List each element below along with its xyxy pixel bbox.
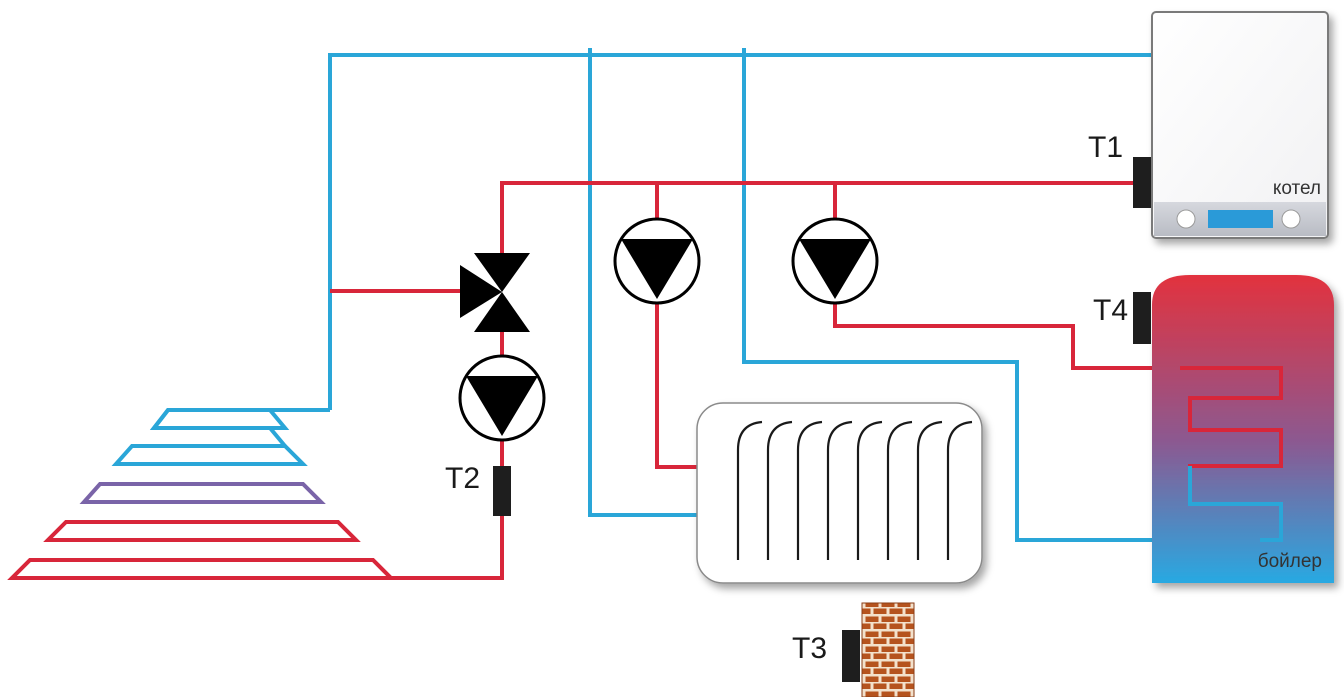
temperature-sensor-icon bbox=[1133, 157, 1151, 208]
return-main-pipe bbox=[328, 53, 1152, 410]
radiator-supply-pipe bbox=[655, 300, 700, 469]
radiator-fin bbox=[856, 420, 883, 560]
floor-circulation-pump bbox=[458, 354, 546, 442]
radiator-fin bbox=[886, 420, 913, 560]
floor-loop-1-outline bbox=[149, 408, 330, 448]
circulation-pump-icon bbox=[621, 239, 693, 299]
floor-loop-5 bbox=[7, 558, 396, 580]
circulation-pump-icon bbox=[799, 239, 871, 299]
radiator-fin bbox=[766, 420, 793, 560]
gas-boiler: котел bbox=[1151, 11, 1329, 239]
temperature-sensor-icon bbox=[493, 466, 511, 516]
boiler-knob-left bbox=[1176, 209, 1196, 229]
sensor-t4: T4 bbox=[1093, 292, 1151, 344]
radiator-return-pipe bbox=[588, 48, 700, 517]
radiator-fin bbox=[826, 420, 853, 560]
floor-loop-1 bbox=[149, 408, 330, 430]
three-way-mixing-valve-icon bbox=[460, 253, 530, 332]
temperature-sensor-icon bbox=[842, 630, 860, 682]
sensor-t3: T3 bbox=[792, 630, 860, 682]
temperature-sensor-icon bbox=[1133, 292, 1151, 344]
valve-left-wedge bbox=[460, 265, 502, 318]
sensor-t1: T1 bbox=[1088, 131, 1151, 208]
floor-loop-2 bbox=[111, 444, 308, 466]
sensor-t2: T2 bbox=[445, 462, 511, 516]
boiler-display bbox=[1208, 210, 1273, 228]
radiator-fin bbox=[916, 420, 943, 560]
brick-wall-icon bbox=[861, 602, 915, 697]
radiator-fin bbox=[736, 420, 763, 560]
underfloor-heating-loop-icon bbox=[7, 408, 396, 580]
radiator-fin bbox=[946, 420, 973, 560]
supply-pipes bbox=[32, 181, 1180, 580]
valve-lower-wedge bbox=[474, 292, 530, 332]
valve-upper-wedge bbox=[474, 253, 530, 292]
boiler-label: котел bbox=[1273, 178, 1321, 199]
tank-heating-coil-return bbox=[1188, 466, 1283, 542]
floor-loop-4 bbox=[43, 520, 361, 542]
sensor-t4-label: T4 bbox=[1093, 294, 1128, 327]
tank-label: бойлер bbox=[1258, 551, 1322, 572]
sensor-t2-label: T2 bbox=[445, 462, 480, 495]
radiator-circulation-pump bbox=[613, 217, 701, 305]
tank-circulation-pump bbox=[791, 217, 879, 305]
tank-supply-pipe bbox=[833, 300, 1180, 370]
radiator-icon bbox=[696, 402, 983, 584]
sensor-t3-label: T3 bbox=[792, 632, 827, 665]
floor-supply-pipe bbox=[32, 440, 504, 580]
sensor-t1-label: T1 bbox=[1088, 131, 1123, 164]
floor-loop-3 bbox=[79, 482, 326, 504]
tank-return-pipe bbox=[742, 48, 1260, 542]
radiator-fin bbox=[796, 420, 823, 560]
boiler-knob-right bbox=[1281, 209, 1301, 229]
supply-main-pipe bbox=[500, 181, 1135, 255]
circulation-pump-icon bbox=[466, 376, 538, 436]
hot-water-tank: бойлер bbox=[1152, 275, 1334, 583]
